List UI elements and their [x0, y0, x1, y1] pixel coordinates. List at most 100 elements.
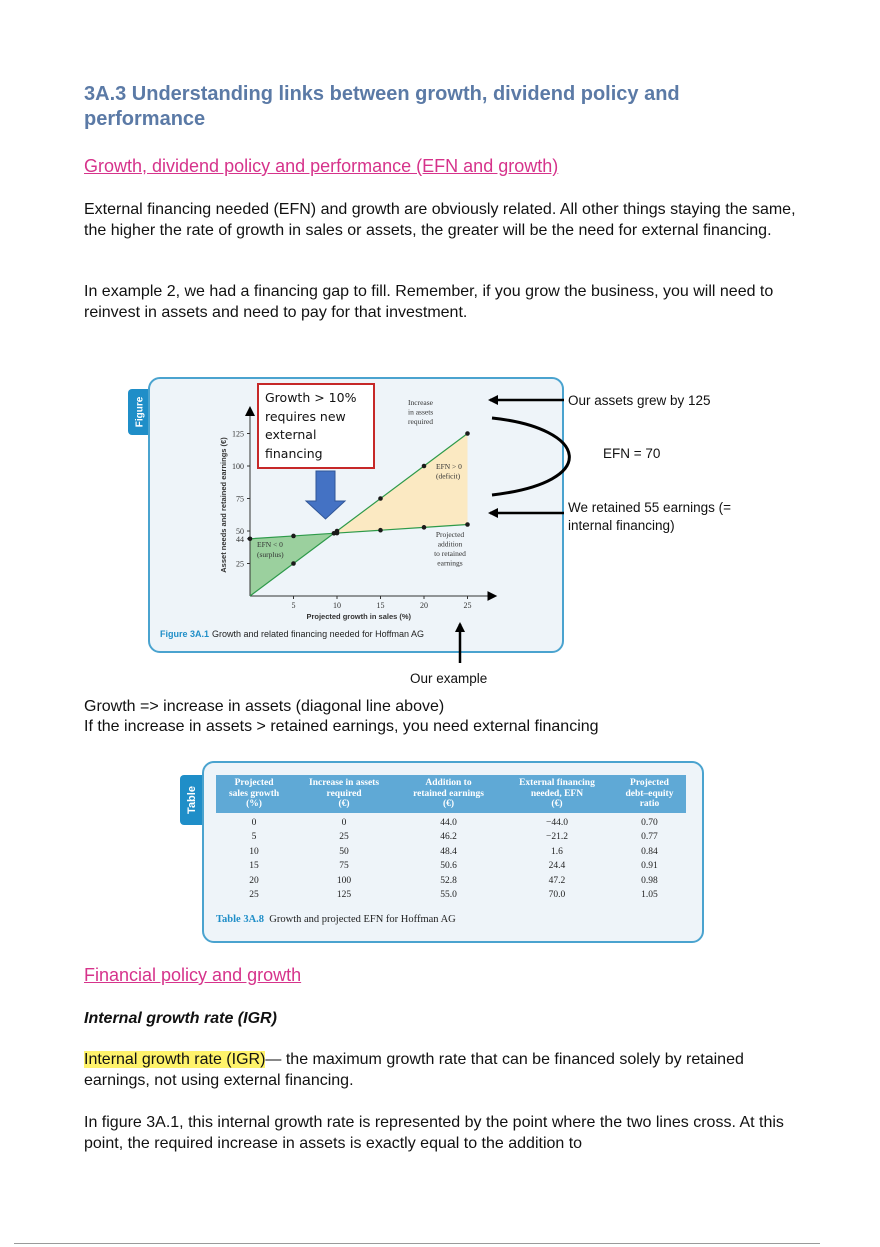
table-cell: 25 [216, 888, 293, 903]
table-cell: 48.4 [396, 844, 501, 859]
table-row: 5 25 46.2 −21.2 0.77 [216, 830, 686, 845]
table-cell: 125 [292, 888, 396, 903]
x-tick-label: 20 [420, 601, 428, 610]
efn-bracket-icon [491, 416, 571, 497]
table-row: 15 75 50.6 24.4 0.91 [216, 859, 686, 874]
table-cell: 24.4 [501, 859, 613, 874]
table-cell: 46.2 [396, 830, 501, 845]
paragraph-growth-line-1: Growth => increase in assets (diagonal l… [84, 698, 445, 715]
paragraph-igr-figure: In figure 3A.1, this internal growth rat… [84, 1114, 784, 1152]
table-cell: 44.0 [396, 812, 501, 830]
table-cell: −21.2 [501, 830, 613, 845]
table-cell: 0.91 [612, 859, 686, 874]
figure-caption-label: Figure 3A.1 [160, 629, 209, 639]
table-cell: 1.6 [501, 844, 613, 859]
annotation-efn: EFN = 70 [603, 446, 661, 461]
table-row: 20 100 52.8 47.2 0.98 [216, 873, 686, 888]
assets-point [291, 561, 296, 566]
retained-earnings-line [249, 523, 468, 540]
assets-line [249, 433, 468, 597]
igr-definition-text: — the maximum growth rate that can be fi… [84, 1051, 744, 1089]
footer-divider [14, 1243, 820, 1244]
table-cell: 50.6 [396, 859, 501, 874]
x-tick-label: 25 [464, 601, 472, 610]
chart-annotation-assets: required [408, 417, 433, 426]
table-cell: 10 [216, 844, 293, 859]
section-heading: 3A.3 Understanding links between growth,… [84, 83, 680, 130]
table-caption: Table 3A.8 Growth and projected EFN for … [216, 914, 456, 925]
callout-line: requires new [265, 408, 346, 424]
y-tick-label: 25 [236, 560, 244, 569]
y-tick-label: 75 [236, 495, 244, 504]
x-tick-label: 5 [292, 601, 296, 610]
table-cell: 52.8 [396, 873, 501, 888]
table-cell: 50 [292, 844, 396, 859]
chart-annotation-surplus: (surplus) [257, 550, 284, 559]
table-cell: 20 [216, 873, 293, 888]
assets-point [421, 463, 427, 469]
chart-annotation-retained: Projected [436, 530, 465, 539]
assets-point [378, 496, 383, 501]
retained-point [378, 527, 383, 533]
y-tick-label: 50 [236, 527, 244, 536]
retained-point [465, 522, 470, 527]
x-tick-label: 10 [333, 601, 341, 610]
y-tick-label: 125 [232, 430, 244, 439]
igr-heading: Internal growth rate (IGR) [84, 1010, 277, 1027]
table-cell: 100 [292, 873, 396, 888]
table-cell: 1.05 [612, 888, 686, 903]
callout-box: Growth > 10% requires new external finan… [257, 383, 375, 469]
annotation-our-example: Our example [410, 671, 488, 686]
table-cell: 25 [292, 830, 396, 845]
table-cell: 0.84 [612, 844, 686, 859]
table-row: 25 125 55.0 70.0 1.05 [216, 888, 686, 903]
x-tick-label: 15 [377, 601, 385, 610]
chart-annotation-deficit: (deficit) [436, 472, 461, 481]
table-cell: 0 [292, 812, 396, 830]
chart-annotation-assets: in assets [408, 408, 433, 417]
table-cell: 75 [292, 859, 396, 874]
retained-point [247, 536, 253, 542]
crossing-point [331, 530, 337, 536]
y-tick-label: 44 [236, 535, 244, 544]
table-row: 10 50 48.4 1.6 0.84 [216, 844, 686, 859]
callout-line: external [265, 427, 317, 442]
chart-annotation-surplus: EFN < 0 [257, 540, 283, 549]
retained-point [291, 533, 296, 539]
annotation-retained-line: We retained 55 earnings (= [568, 500, 731, 515]
x-axis-label: Projected growth in sales (%) [306, 612, 411, 621]
table-cell: 0.70 [612, 812, 686, 830]
table-row: 0 0 44.0 −44.0 0.70 [216, 812, 686, 830]
chart-annotation-deficit: EFN > 0 [436, 462, 462, 471]
section-link-financial-policy[interactable]: Financial policy and growth [84, 965, 302, 985]
table-cell: 55.0 [396, 888, 501, 903]
paragraph-igr-definition: Internal growth rate (IGR)— the maximum … [84, 1050, 804, 1091]
figure-caption-text: Growth and related financing needed for … [212, 629, 424, 639]
table-cell: 0 [216, 812, 293, 830]
table-cell: 15 [216, 859, 293, 874]
section-link-efn-growth[interactable]: Growth, dividend policy and performance … [84, 156, 559, 176]
retained-point [421, 525, 427, 530]
table-cell: −44.0 [501, 812, 613, 830]
table-cell: 5 [216, 830, 293, 845]
table-cell: 70.0 [501, 888, 613, 903]
igr-term-highlight: Internal growth rate (IGR) [84, 1051, 266, 1068]
table-cell: 0.98 [612, 873, 686, 888]
paragraph-example-2: In example 2, we had a financing gap to … [84, 283, 774, 321]
paragraph-efn-intro: External financing needed (EFN) and grow… [84, 201, 796, 239]
chart-annotation-retained: addition [438, 540, 463, 549]
table-tab: Table [180, 775, 204, 825]
callout-line: financing [265, 445, 323, 461]
paragraph-growth-line-2: If the increase in assets > retained ear… [84, 718, 599, 735]
y-axis-label: Asset needs and retained earnings (€) [219, 437, 228, 573]
annotation-retained-line: internal financing) [568, 518, 675, 533]
callout-line: Growth > 10% [265, 390, 357, 405]
